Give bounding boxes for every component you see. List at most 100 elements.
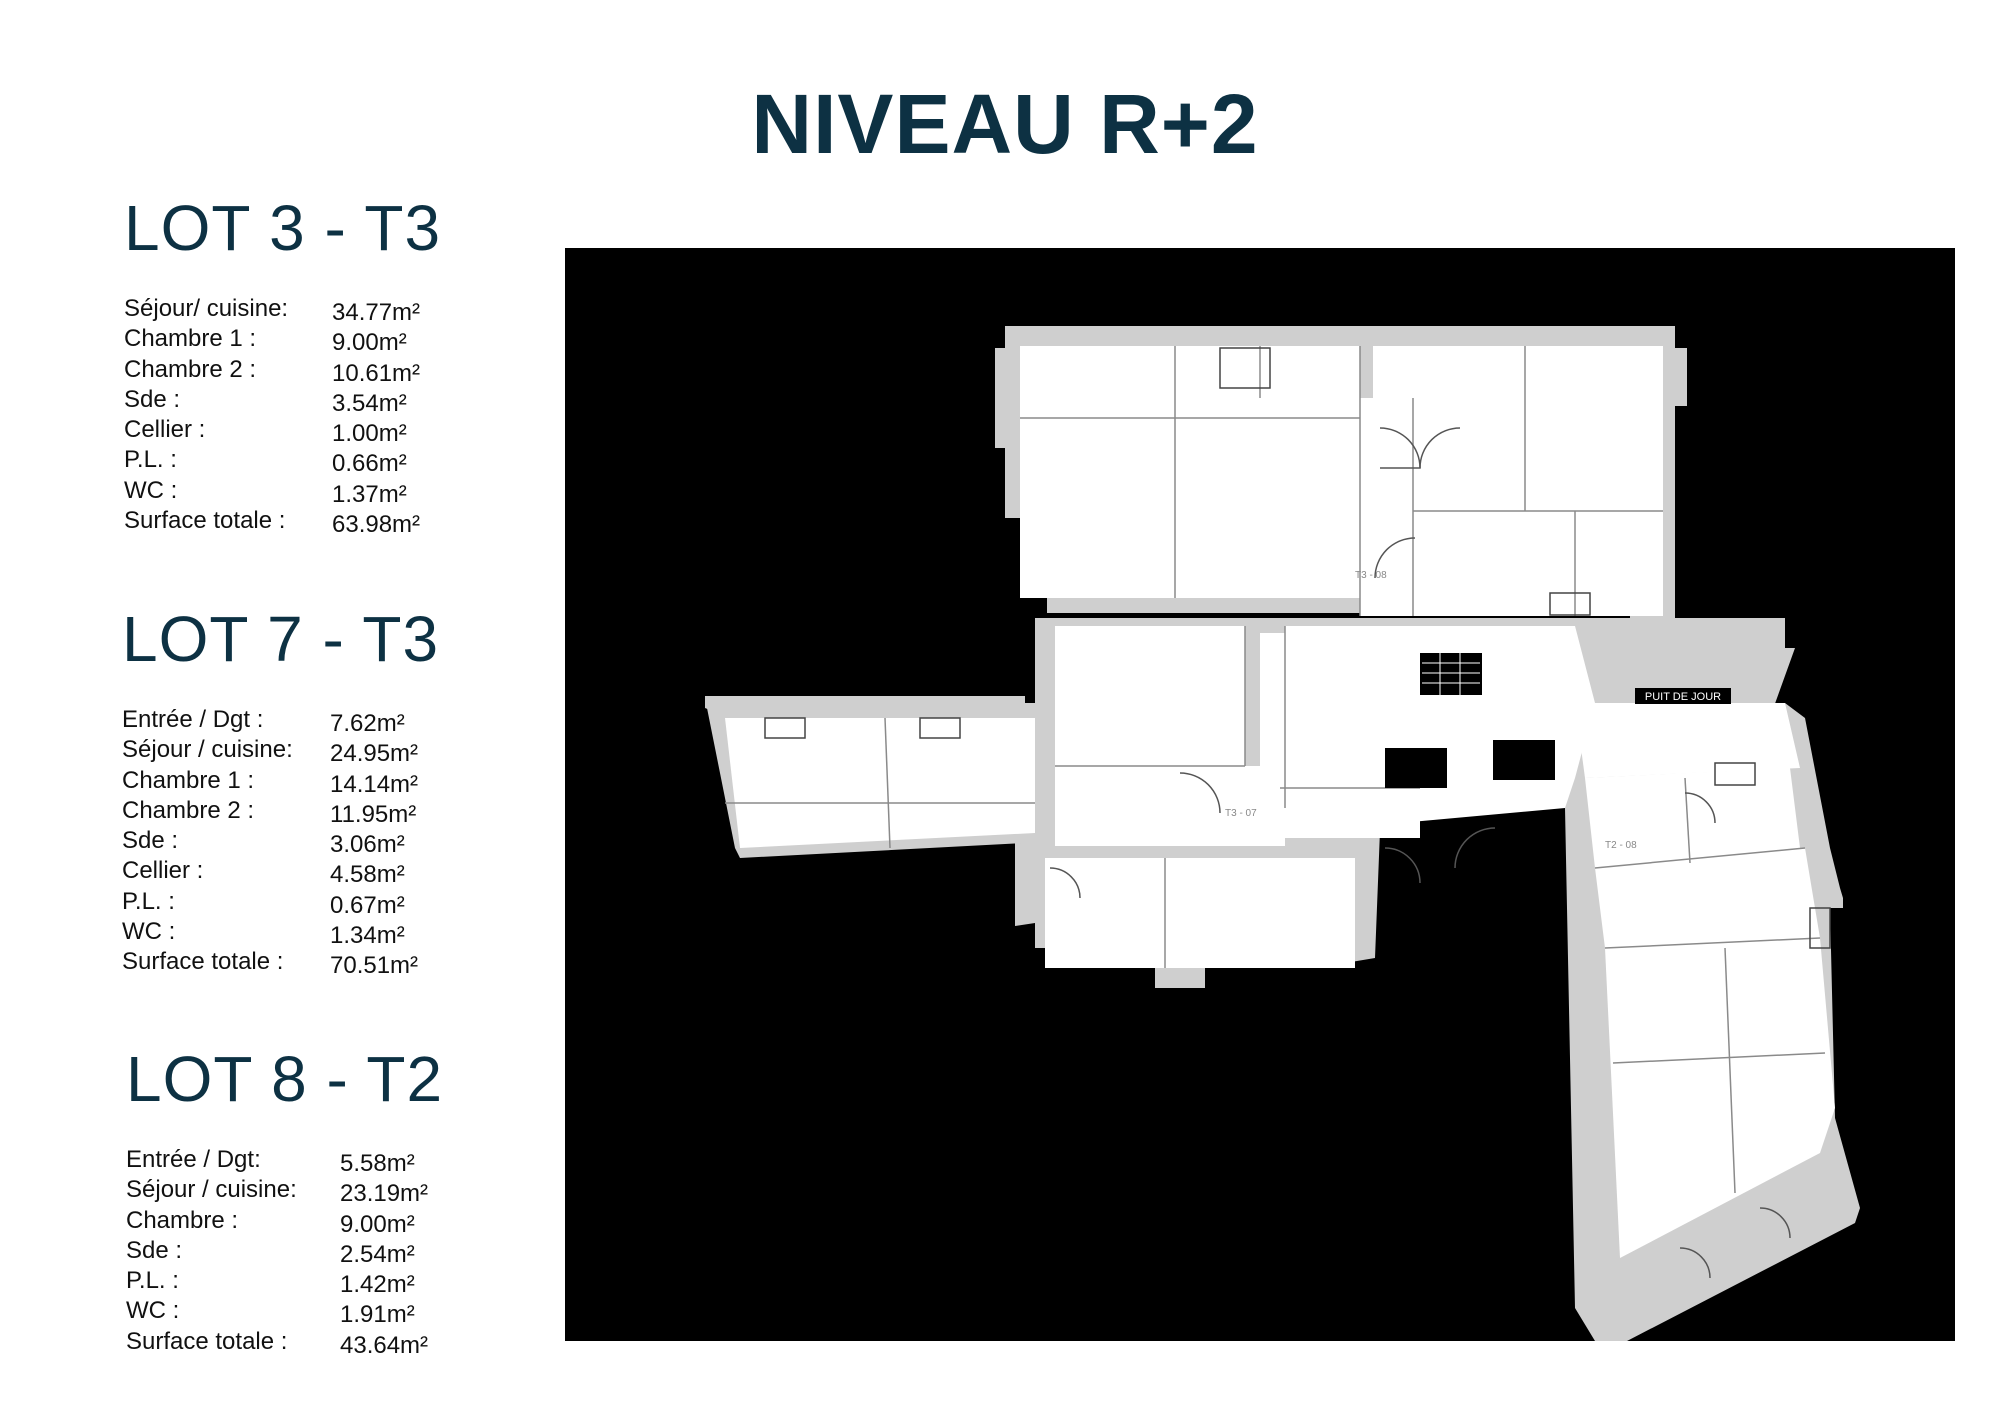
room-label: Surface totale :	[122, 948, 284, 976]
room-area: 14.14m²	[330, 770, 419, 798]
surface-total-row: Surface totale : 63.98m²	[124, 506, 441, 539]
room-area: 34.77m²	[332, 299, 421, 326]
surface-row: Chambre 1 : 14.14m²	[122, 766, 439, 798]
surface-row: WC : 1.91m²	[126, 1296, 443, 1329]
room-area: 0.66m²	[332, 450, 407, 478]
lot-title: LOT 3 - T3	[124, 192, 442, 264]
page-title: NIVEAU R+2	[751, 77, 1259, 171]
room-area: 70.51m²	[330, 952, 419, 980]
room-label: Sde :	[122, 827, 179, 855]
room-floor	[1280, 788, 1420, 838]
room-label: Entrée / Dgt :	[122, 706, 264, 733]
room-area: 9.00m²	[340, 1210, 415, 1238]
room-area: 1.91m²	[340, 1301, 415, 1329]
room-floor	[1373, 346, 1663, 511]
room-area: 9.00m²	[332, 329, 407, 357]
room-label: Chambre 1 :	[122, 766, 255, 794]
room-area: 1.34m²	[330, 922, 405, 950]
surface-row: Sde : 3.54m²	[124, 385, 441, 417]
room-area: 43.64m²	[340, 1331, 429, 1359]
room-area: 5.58m²	[340, 1150, 415, 1177]
room-label: Chambre :	[126, 1206, 239, 1234]
room-floor	[1055, 766, 1285, 846]
floor-plan: PUIT DE JOUR T3 - 08 T3 - 07 T2 - 08	[565, 248, 1955, 1341]
lot-8-panel: LOT 8 - T2 Entrée / Dgt: 5.58m² Séjour / …	[126, 1043, 444, 1359]
room-area: 63.98m²	[332, 511, 421, 539]
plan-doors	[1049, 427, 1791, 1279]
surface-row: P.L. :0.67m²	[122, 887, 439, 919]
room-label: Séjour/ cuisine:	[124, 295, 289, 322]
surface-row: Cellier : 4.58m²	[122, 856, 439, 889]
surface-row: WC : 1.34m²	[122, 917, 439, 950]
surface-row: Chambre 2 : 10.61m²	[124, 355, 441, 387]
room-label: WC :	[122, 918, 176, 946]
surface-row: Séjour / cuisine: 24.95m²	[122, 735, 439, 768]
room-label: Séjour / cuisine:	[122, 736, 293, 764]
room-area: 3.06m²	[330, 831, 405, 859]
surface-row: Entrée / Dgt: 5.58m²	[126, 1145, 443, 1177]
surface-row: Séjour / cuisine:23.19m²	[126, 1175, 443, 1207]
unit-label: T3 - 08	[1355, 570, 1387, 581]
room-label: Cellier :	[122, 857, 204, 885]
surface-row: Chambre 2 : 11.95m²	[122, 796, 439, 828]
lot-title: LOT 7 - T3	[122, 603, 440, 675]
room-floor	[1020, 346, 1360, 598]
room-area: 1.00m²	[332, 420, 407, 448]
room-area: 24.95m²	[330, 740, 419, 768]
room-label: WC :	[124, 476, 178, 504]
room-area: 3.54m²	[332, 389, 407, 417]
room-area: 1.37m²	[332, 480, 407, 508]
surface-total-row: Surface totale : 43.64m²	[126, 1327, 443, 1359]
stair-hatch	[1422, 653, 1480, 695]
room-label: Séjour / cuisine:	[126, 1176, 297, 1204]
room-floor	[1045, 858, 1355, 968]
surface-row: P.L. : 0.66m²	[124, 445, 441, 478]
plan-windows	[764, 347, 1831, 949]
room-label: WC :	[126, 1297, 180, 1325]
room-label: Cellier :	[124, 416, 206, 444]
surface-list: Séjour/ cuisine: 34.77m² Chambre 1 :9.00m…	[124, 294, 441, 539]
room-label: P.L. :	[126, 1267, 179, 1295]
surface-row: Entrée / Dgt : 7.62m²	[122, 705, 439, 737]
plan-voids	[1385, 653, 1555, 788]
room-area: 2.54m²	[340, 1240, 415, 1268]
unit-label: T3 - 07	[1225, 808, 1257, 819]
surface-row: Séjour/ cuisine: 34.77m²	[124, 294, 441, 326]
room-label: Sde :	[126, 1236, 183, 1264]
floor-plan-drawing: PUIT DE JOUR T3 - 08 T3 - 07 T2 - 08	[565, 248, 1955, 1341]
surface-row: Sde : 3.06m²	[122, 826, 439, 859]
room-floor	[725, 718, 1035, 848]
room-area: 7.62m²	[330, 710, 405, 737]
surface-total-row: Surface totale : 70.51m²	[122, 947, 439, 980]
room-label: Sde :	[124, 385, 181, 413]
surface-row: Chambre 1 :9.00m²	[124, 324, 441, 357]
room-area: 10.61m²	[332, 359, 421, 387]
plan-floors	[725, 346, 1835, 1258]
unit-label: T2 - 08	[1605, 840, 1637, 851]
surface-row: Sde : 2.54m²	[126, 1236, 443, 1268]
room-label: Surface totale :	[126, 1327, 288, 1355]
lot-7-panel: LOT 7 - T3 Entrée / Dgt : 7.62m² Séjour /…	[122, 603, 440, 980]
room-label: Surface totale :	[124, 507, 286, 535]
surface-row: Chambre : 9.00m²	[126, 1206, 443, 1238]
room-area: 1.42m²	[340, 1271, 415, 1299]
room-floor	[1575, 703, 1800, 778]
room-floor	[1360, 398, 1415, 616]
room-floor	[1605, 938, 1835, 1258]
room-area: 11.95m²	[330, 800, 417, 828]
lot-3-panel: LOT 3 - T3 Séjour/ cuisine: 34.77m² Chamb…	[124, 192, 442, 539]
room-area: 4.58m²	[330, 861, 405, 889]
surface-list: Entrée / Dgt : 7.62m² Séjour / cuisine: 24…	[122, 705, 439, 980]
room-label: Entrée / Dgt:	[126, 1146, 261, 1173]
room-floor	[1585, 768, 1800, 868]
light-well-label: PUIT DE JOUR	[1645, 691, 1721, 703]
lot-title: LOT 8 - T2	[126, 1043, 444, 1115]
room-floor	[1413, 511, 1663, 616]
room-floor	[1595, 848, 1820, 948]
room-label: Chambre 2 :	[122, 796, 255, 824]
room-label: P.L. :	[124, 446, 177, 474]
plan-notch	[1815, 1248, 1895, 1298]
room-label: P.L. :	[122, 887, 175, 915]
surface-row: P.L. : 1.42m²	[126, 1266, 443, 1299]
room-label: Chambre 2 :	[124, 355, 257, 383]
